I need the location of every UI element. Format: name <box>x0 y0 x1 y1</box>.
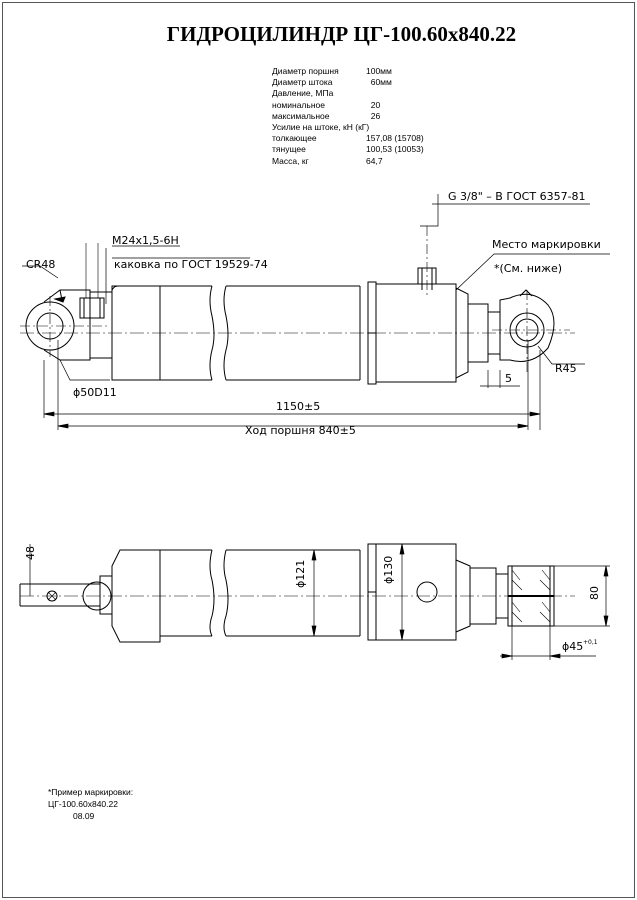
spec-table: Диаметр поршня 100мм Диаметр штока 60мм Д… <box>272 66 424 167</box>
spec-label: тянущее <box>272 144 306 155</box>
spec-label: толкающее <box>272 133 317 144</box>
rear-neck <box>79 243 113 359</box>
marking-note-code: ЦГ-100.60х840.22 <box>48 799 118 809</box>
spec-value: 60мм <box>366 77 392 88</box>
tube-diameter-label: ϕ121 <box>294 560 307 588</box>
top-view: M24x1,5-6H каковка по ГОСТ 19529-74 CR48… <box>20 190 610 437</box>
spec-value: 64,7 <box>366 155 383 166</box>
spec-label: Масса, кг <box>272 155 309 166</box>
spec-row: Диаметр штока 60мм <box>272 77 424 88</box>
spec-value: 100мм <box>366 66 392 76</box>
rear-lug <box>19 575 113 615</box>
bottom-dimension-lines <box>24 543 610 660</box>
spec-row: максимальное 26 <box>272 111 424 122</box>
spec-row: Масса, кг 64,7 <box>272 156 424 167</box>
marking-ref-label: *(См. ниже) <box>494 262 562 275</box>
spec-row: Давление, МПа <box>272 88 424 99</box>
knurl-spec-label: каковка по ГОСТ 19529-74 <box>114 258 268 271</box>
spec-row: Усилие на штоке, кН (кГ) <box>272 122 424 133</box>
front-head <box>367 226 469 385</box>
spec-label: номинальное <box>272 99 325 110</box>
left-eye <box>20 289 110 361</box>
spec-label: Усилие на штоке, кН (кГ) <box>272 121 370 132</box>
right-eye <box>492 289 570 372</box>
dim-5-label: 5 <box>505 372 512 385</box>
spec-value: 20 <box>366 99 381 110</box>
marking-note: *Пример маркировки: ЦГ-100.60х840.22 08.… <box>48 786 133 822</box>
top-dimension-lines <box>22 194 610 430</box>
spec-row: Диаметр поршня 100мм <box>272 66 424 77</box>
cylinder-tube <box>111 285 361 381</box>
marking-note-date: 08.09 <box>73 811 95 821</box>
length-label: 1150±5 <box>276 400 320 413</box>
dim-80-label: 80 <box>588 586 601 600</box>
pin-diameter-label: ϕ50D11 <box>73 386 117 399</box>
bottom-view: 48 ϕ121 ϕ130 80 ϕ45 +0,1 <box>19 543 610 660</box>
cylinder-body-side <box>111 543 471 643</box>
spec-row: тянущее 100,53 (10053) <box>272 144 424 155</box>
head-diameter-label: ϕ130 <box>382 556 395 584</box>
bore-tolerance-label: +0,1 <box>583 639 598 646</box>
port-thread-label: G 3/8" – B ГОСТ 6357-81 <box>448 190 586 203</box>
spec-value: 157,08 (15708) <box>366 133 424 144</box>
spec-row: толкающее 157,08 (15708) <box>272 133 424 144</box>
spec-label: Диаметр штока <box>272 77 333 88</box>
dim-48-label: 48 <box>24 546 37 560</box>
spec-value: 26 <box>366 110 381 121</box>
stroke-label: Ход поршня 840±5 <box>245 424 356 437</box>
spec-label: Диаметр поршня <box>272 66 339 76</box>
radius-right-label: R45 <box>555 362 577 375</box>
thread-spec-label: M24x1,5-6H <box>112 234 179 247</box>
drawing-title: ГИДРОЦИЛИНДР ЦГ-100.60х840.22 <box>166 22 517 46</box>
spec-row: номинальное 20 <box>272 100 424 111</box>
marking-place-label: Место маркировки <box>492 238 601 251</box>
marking-note-heading: *Пример маркировки: <box>48 787 134 797</box>
bore-diameter-label: ϕ45 <box>562 640 583 653</box>
spec-value: 100,53 (10053) <box>366 144 424 155</box>
radius-left-label: CR48 <box>26 258 55 271</box>
spec-label: Давление, МПа <box>272 88 334 99</box>
spec-label: максимальное <box>272 110 330 121</box>
